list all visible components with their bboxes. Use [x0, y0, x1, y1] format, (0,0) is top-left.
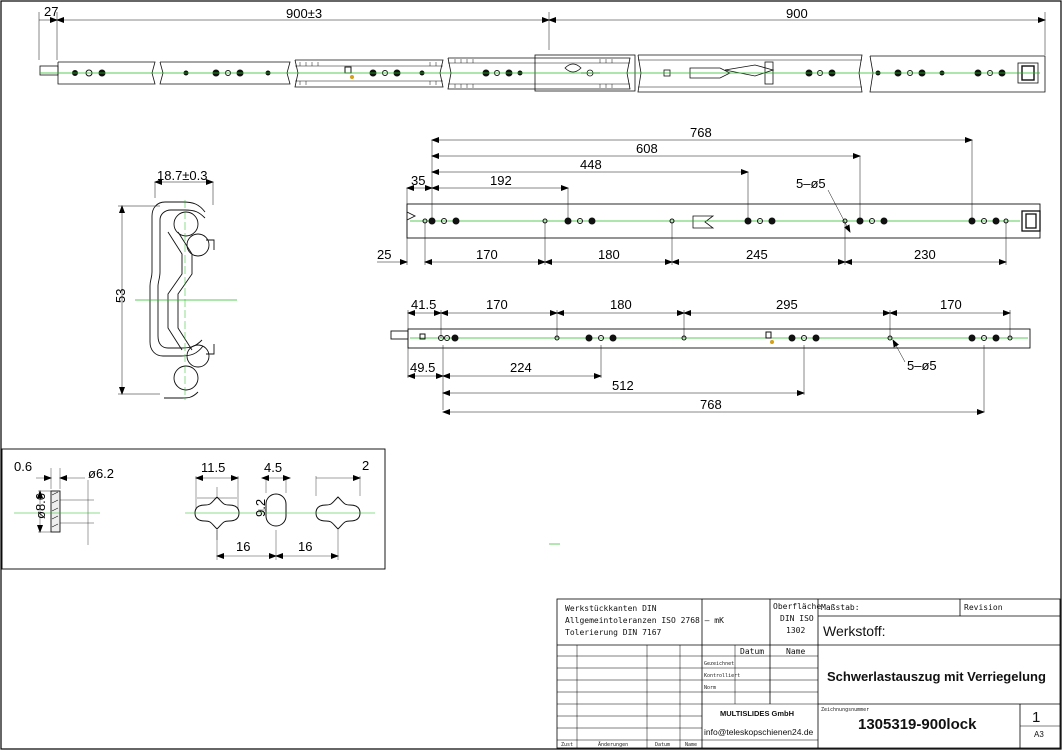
detail-height: ø8.6 [33, 493, 48, 519]
dim-512: 512 [612, 378, 634, 393]
tb-title: Schwerlastauszug mit Verriegelung [827, 669, 1046, 684]
detail-hole-width: 11.5 [201, 460, 225, 475]
dim-closed-length: 900±3 [286, 6, 322, 21]
tb-note-2: Allgemeintoleranzen ISO 2768 – mK [565, 616, 724, 625]
section-view [118, 179, 215, 399]
dim-448: 448 [580, 157, 602, 172]
tb-note-3: Tolerierung DIN 7167 [565, 628, 662, 637]
tb-row-drawn: Gezeichnet [704, 661, 734, 667]
dim-224: 224 [510, 360, 532, 375]
tb-footer-zust: Zust [561, 742, 573, 748]
tb-drawing-number: 1305319-900lock [858, 716, 977, 733]
detail-diameter: ø6.2 [88, 466, 114, 481]
dim-170: 170 [476, 247, 498, 262]
slide-view-2-holes [419, 331, 1013, 344]
dim-768-b: 768 [700, 397, 722, 412]
tb-footer-date: Datum [655, 742, 670, 748]
tb-scale-label: Maßstab: [821, 603, 860, 612]
hole-note-2: 5–ø5 [907, 358, 937, 373]
tb-footer-name: Name [685, 742, 697, 748]
detail-gap: 2 [362, 458, 369, 473]
slide-view-1 [377, 137, 1041, 265]
detail-slot-height: 9.2 [253, 499, 268, 517]
dim-170-a: 170 [486, 297, 508, 312]
dim-41-5: 41.5 [411, 297, 436, 312]
detail-spacing-a: 16 [236, 539, 250, 554]
tb-surface-norm: DIN ISO [780, 614, 814, 623]
dim-768: 768 [690, 125, 712, 140]
tb-surface-value: 1302 [786, 626, 805, 635]
dim-180-b: 180 [610, 297, 632, 312]
tb-company: MULTISLIDES GmbH [720, 709, 794, 718]
tb-footer-changes: Änderungen [598, 741, 628, 748]
dim-230: 230 [914, 247, 936, 262]
title-block [556, 598, 1061, 749]
slide-view-1-holes [422, 217, 1009, 225]
tb-drawing-number-label: Zeichnungsnummer [821, 707, 869, 713]
detail-view [36, 468, 361, 560]
top-view [38, 12, 1046, 93]
section-height: 53 [113, 289, 128, 303]
detail-slot-width: 4.5 [264, 460, 282, 475]
slide-view-2 [390, 310, 1031, 415]
tb-col-date: Datum [740, 647, 764, 656]
dim-192: 192 [490, 173, 512, 188]
tb-row-checked: Kontrolliert [704, 673, 740, 679]
tb-sheet-number: 1 [1032, 709, 1040, 726]
tb-surface-label: Oberfläche [773, 602, 821, 611]
detail-spacing-b: 16 [298, 539, 312, 554]
dim-180: 180 [598, 247, 620, 262]
detail-frame [1, 448, 386, 570]
dim-170-c: 170 [940, 297, 962, 312]
tb-revision-label: Revision [964, 603, 1003, 612]
dim-49-5: 49.5 [410, 360, 435, 375]
dim-295: 295 [776, 297, 798, 312]
dim-offset: 27 [44, 4, 58, 19]
dim-extension-length: 900 [786, 6, 808, 21]
detail-thickness: 0.6 [14, 459, 32, 474]
tb-email: info@teleskopschienen24.de [704, 727, 814, 737]
dim-608: 608 [636, 141, 658, 156]
tb-note-1: Werkstückkanten DIN [565, 604, 657, 613]
tb-col-name: Name [786, 647, 805, 656]
tb-sheet-format: A3 [1034, 730, 1044, 739]
dim-35: 35 [411, 173, 425, 188]
tb-material-label: Werkstoff: [823, 623, 886, 639]
tb-row-norm: Norm [704, 685, 716, 691]
hole-note-1: 5–ø5 [796, 176, 826, 191]
section-width: 18.7±0.3 [157, 168, 208, 183]
dim-245: 245 [746, 247, 768, 262]
dim-25: 25 [377, 247, 391, 262]
